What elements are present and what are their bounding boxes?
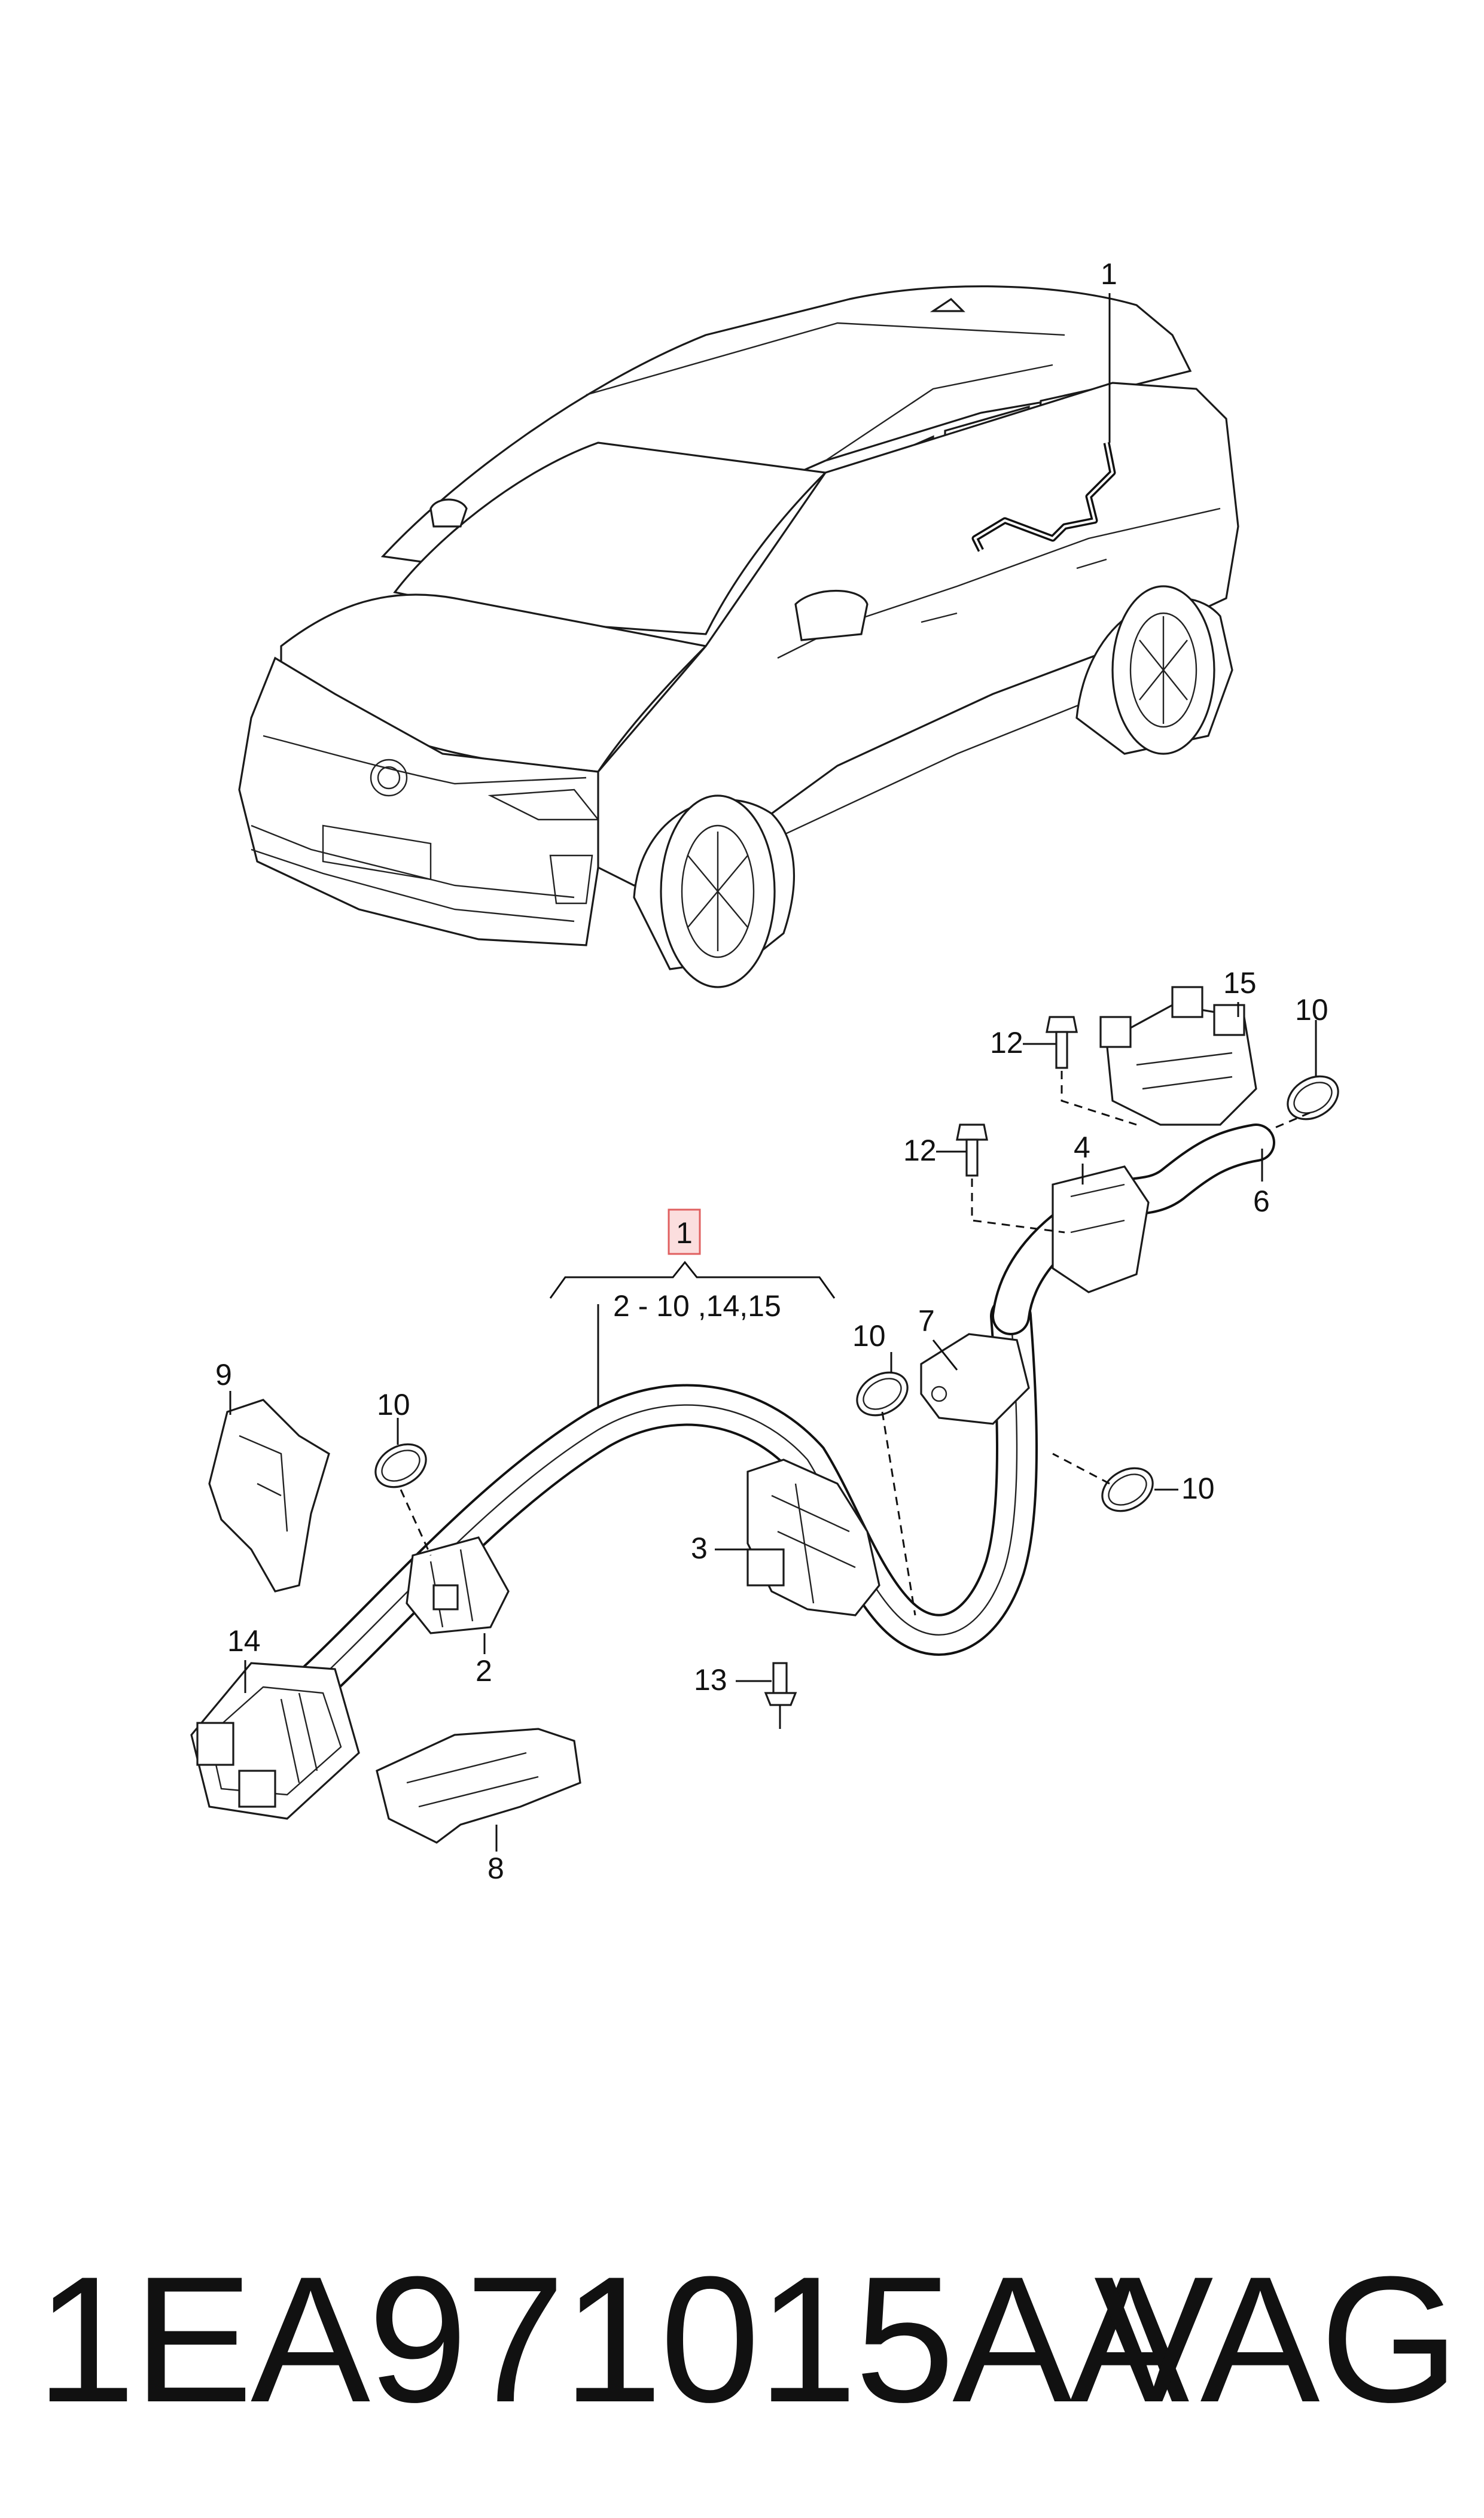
part-9-cover <box>208 1399 330 1593</box>
group-bracket <box>549 1260 836 1299</box>
callout-2: 2 <box>476 1654 492 1688</box>
callout-3: 3 <box>691 1531 708 1565</box>
part-3-holder <box>746 1459 880 1616</box>
part-12-screw-a <box>1046 1016 1078 1069</box>
parts-diagram: 1 1 2 - 10 ,14,15 14 2 9 <box>190 257 1339 1885</box>
part-10-tie-a <box>1287 1075 1339 1121</box>
part-12-screw-b <box>956 1123 988 1177</box>
callout-10-d: 10 <box>377 1388 410 1421</box>
bracket-range-label: 2 - 10 ,14,15 <box>613 1289 781 1323</box>
callout-8: 8 <box>487 1852 504 1885</box>
part-10-tie-d <box>374 1443 427 1488</box>
footer: 1EA971015AA VAG <box>36 2213 1459 2465</box>
callout-15: 15 <box>1223 966 1257 1000</box>
part-10-tie-b <box>856 1371 909 1417</box>
callout-13: 13 <box>694 1663 727 1697</box>
callout-1-car: 1 <box>1101 257 1117 291</box>
callout-10-c: 10 <box>1181 1472 1215 1505</box>
callout-12-a: 12 <box>990 1026 1023 1059</box>
callout-6: 6 <box>1253 1185 1270 1218</box>
vehicle-illustration <box>238 285 1239 988</box>
part-10-tie-c <box>1101 1467 1154 1512</box>
callout-10-a: 10 <box>1295 993 1328 1027</box>
callout-10-b: 10 <box>852 1319 886 1353</box>
callout-1-highlight-box <box>668 1208 701 1255</box>
callout-7: 7 <box>918 1304 935 1338</box>
part-7-bracket <box>920 1333 1030 1425</box>
brand-label: VAG <box>1093 2239 1459 2440</box>
part-13-rivet <box>764 1662 797 1729</box>
part-14-connector <box>190 1662 360 1820</box>
part-15-socket <box>1099 986 1257 1126</box>
callout-9: 9 <box>215 1358 232 1392</box>
part-number: 1EA971015AA <box>36 2239 1189 2440</box>
callout-1-box: 1 <box>676 1216 693 1250</box>
callout-12-b: 12 <box>903 1134 937 1167</box>
callout-4: 4 <box>1074 1131 1090 1164</box>
part-2-clamp <box>406 1536 510 1634</box>
callout-14: 14 <box>227 1624 261 1658</box>
part-8-duct <box>376 1728 581 1844</box>
part-4-housing <box>1052 1165 1150 1293</box>
